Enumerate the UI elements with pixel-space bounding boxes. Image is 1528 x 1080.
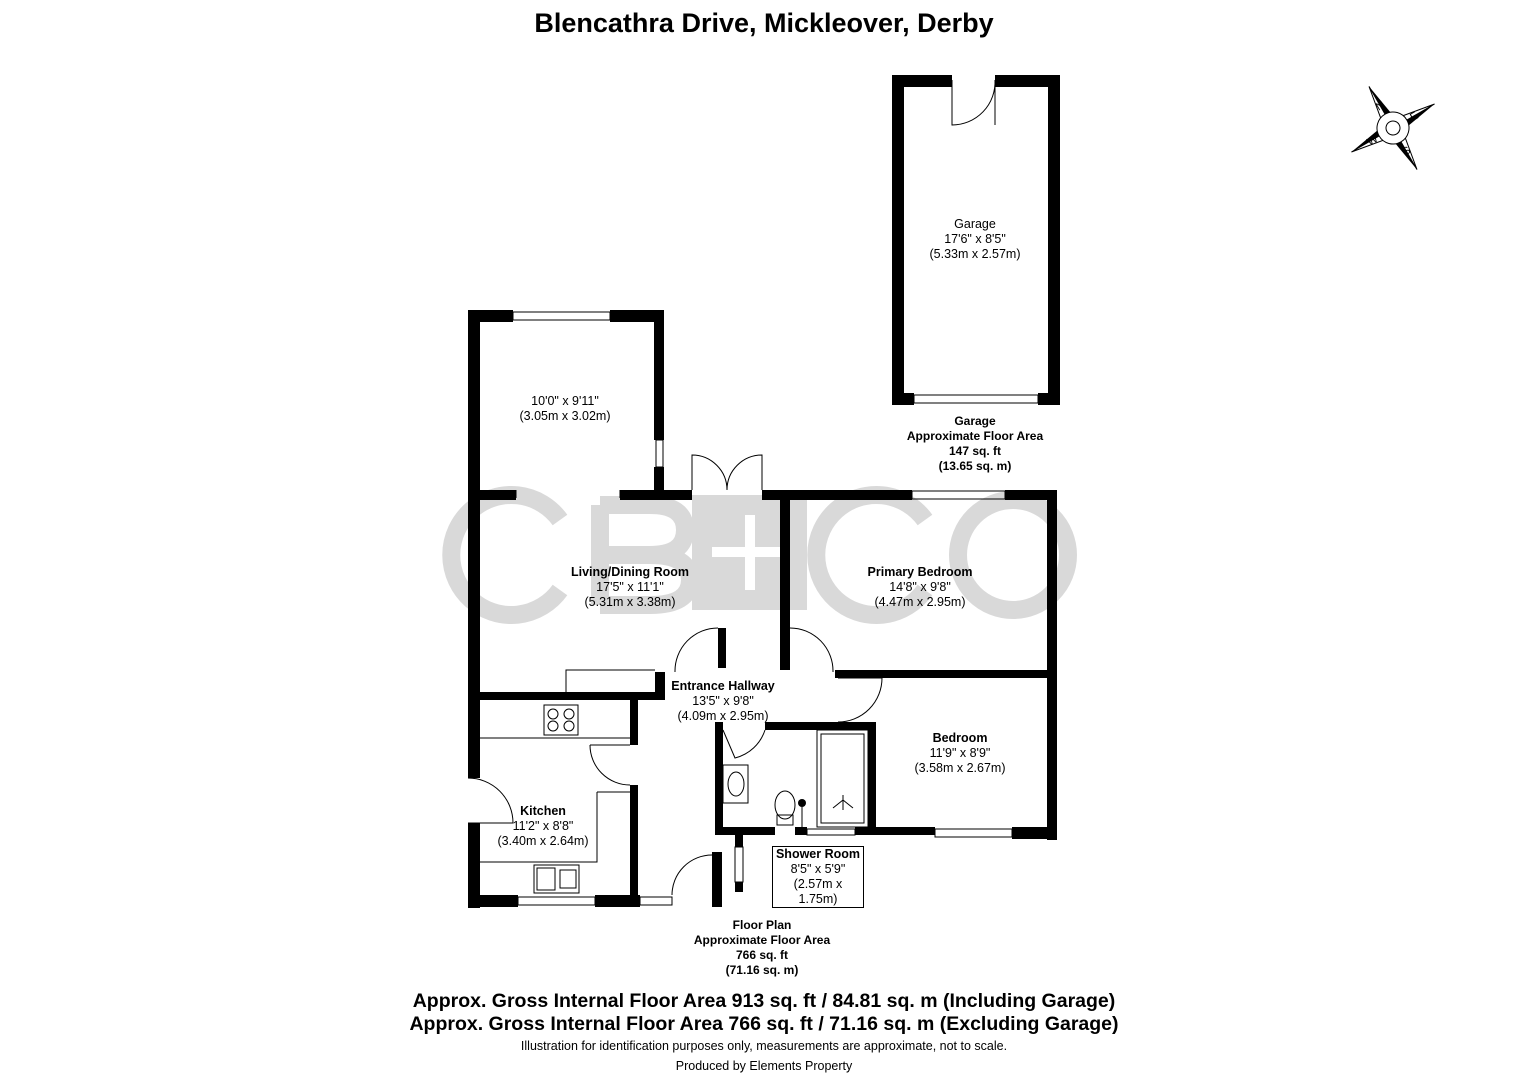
garage-area-line4: (13.65 sq. m) [938,459,1012,473]
kitchen-name: Kitchen [520,804,566,818]
top-room-metric: (3.05m x 3.02m) [519,409,611,423]
hallway-metric: (4.09m x 2.95m) [677,709,769,723]
disclaimer: Illustration for identification purposes… [520,1039,1008,1053]
kitchen-label: Kitchen 11'2" x 8'8" (3.40m x 2.64m) [478,804,608,849]
bedroom-imperial: 11'9" x 8'9" [929,746,991,760]
hallway-name: Entrance Hallway [671,679,775,693]
primary-bedroom-imperial: 14'8" x 9'8" [889,580,951,594]
door-swings [515,79,996,896]
living-room-label: Living/Dining Room 17'5" x 11'1" (5.31m … [550,565,710,610]
floor-area-line4: (71.16 sq. m) [725,963,799,977]
kitchen-imperial: 11'2" x 8'8" [512,819,574,833]
primary-bedroom-label: Primary Bedroom 14'8" x 9'8" (4.47m x 2.… [840,565,1000,610]
living-room-imperial: 17'5" x 11'1" [596,580,664,594]
bathroom-fittings [722,729,869,828]
garage-name: Garage [954,217,996,231]
gross-area-including-garage: Approx. Gross Internal Floor Area 913 sq… [412,990,1116,1012]
hallway-imperial: 13'5" x 9'8" [692,694,754,708]
shower-room-label: Shower Room 8'5" x 5'9" (2.57m x 1.75m) [772,846,864,908]
garage-metric: (5.33m x 2.57m) [929,247,1021,261]
living-room-name: Living/Dining Room [570,565,690,579]
producer-credit: Produced by Elements Property [675,1059,853,1073]
floor-area-line2: Approximate Floor Area [693,933,831,947]
garage-imperial: 17'6" x 8'5" [944,232,1006,246]
hallway-label: Entrance Hallway 13'5" x 9'8" (4.09m x 2… [658,679,788,724]
plan-title: Blencathra Drive, Mickleover, Derby [534,8,994,38]
walls [468,75,1060,908]
garage-area-summary: Garage Approximate Floor Area 147 sq. ft… [890,414,1060,474]
garage-area-line3: 147 sq. ft [948,444,1002,458]
living-room-metric: (5.31m x 3.38m) [584,595,676,609]
garage-area-line2: Approximate Floor Area [906,429,1044,443]
shower-room-metric: (2.57m x 1.75m) [793,877,843,906]
top-room-imperial: 10'0" x 9'11" [531,394,599,408]
windows [512,311,1039,906]
primary-bedroom-metric: (4.47m x 2.95m) [874,595,966,609]
shower-room-name: Shower Room [775,847,861,861]
floor-area-line1: Floor Plan [732,918,792,932]
shower-room-imperial: 8'5" x 5'9" [790,862,846,876]
compass-icon: N E S W [1351,86,1435,170]
garage-label: Garage 17'6" x 8'5" (5.33m x 2.57m) [900,217,1050,262]
watermark-plus-sign [712,515,788,590]
bedroom-label: Bedroom 11'9" x 8'9" (3.58m x 2.67m) [890,731,1030,776]
floor-area-line3: 766 sq. ft [735,948,789,962]
kitchen-fittings [480,704,630,894]
top-room-label: 10'0" x 9'11" (3.05m x 3.02m) [490,394,640,424]
gross-area-excluding-garage: Approx. Gross Internal Floor Area 766 sq… [409,1013,1119,1035]
floor-area-summary: Floor Plan Approximate Floor Area 766 sq… [677,918,847,978]
bedroom-metric: (3.58m x 2.67m) [914,761,1006,775]
bedroom-name: Bedroom [932,731,988,745]
garage-area-line1: Garage [954,414,996,428]
primary-bedroom-name: Primary Bedroom [867,565,973,579]
kitchen-metric: (3.40m x 2.64m) [497,834,589,848]
